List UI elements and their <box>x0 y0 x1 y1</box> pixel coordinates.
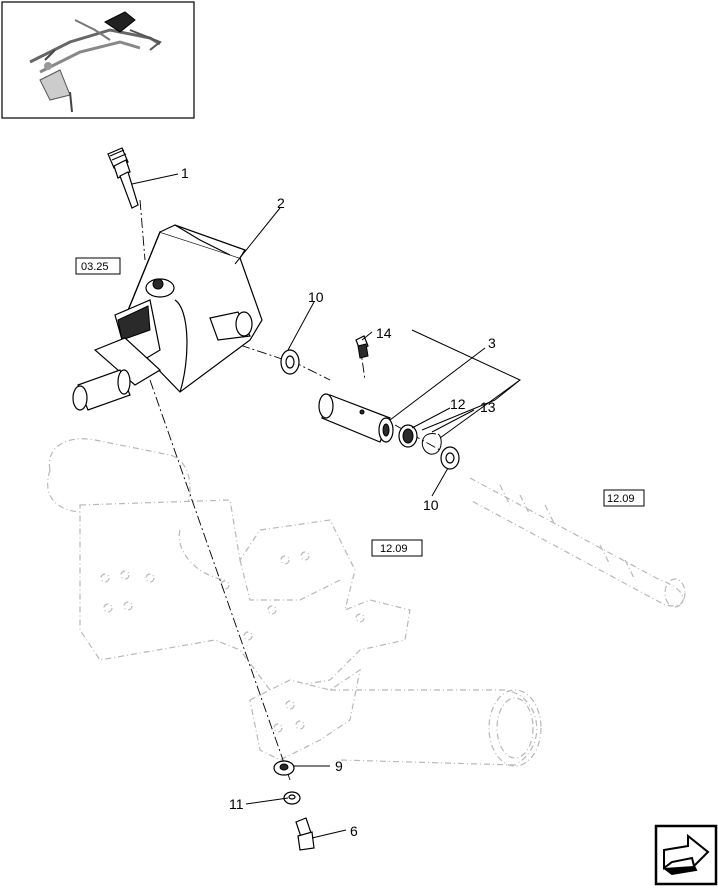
part-10-washer-top[interactable] <box>280 349 300 375</box>
part-10-washer-bottom[interactable] <box>440 446 460 470</box>
part-1-fitting[interactable] <box>107 147 139 209</box>
thumbnail-tractor-hitch <box>29 11 162 113</box>
part-3-bushing[interactable] <box>318 393 394 443</box>
part-12-ring[interactable] <box>398 424 418 448</box>
ref-1209-right-label: 12.09 <box>607 493 635 505</box>
axle-housing-ghost <box>47 438 686 767</box>
ref-0325-label: 03.25 <box>81 261 109 273</box>
part-2-housing[interactable] <box>72 224 263 411</box>
callout-10-top: 10 <box>308 289 324 305</box>
part-14-grease-nipple[interactable] <box>355 335 369 359</box>
callout-3: 3 <box>488 335 496 351</box>
next-page-button[interactable] <box>654 824 718 886</box>
arrow-right-icon <box>663 833 710 876</box>
callout-13: 13 <box>480 399 496 415</box>
callout-6: 6 <box>350 823 358 839</box>
callout-labels: 1 2 10 14 3 12 13 10 9 11 6 <box>181 165 496 839</box>
part-13-circlip[interactable] <box>421 433 442 455</box>
callout-14: 14 <box>376 325 392 341</box>
part-9-washer[interactable] <box>273 760 295 776</box>
ref-box-1209-center[interactable]: 12.09 <box>371 539 423 557</box>
callout-11: 11 <box>229 796 244 812</box>
callout-1: 1 <box>181 165 189 181</box>
leader-lines <box>131 173 521 839</box>
part-6-bolt[interactable] <box>295 817 315 851</box>
overview-thumbnail[interactable] <box>1 1 195 119</box>
ref-1209-center-label: 12.09 <box>380 543 408 555</box>
callout-2: 2 <box>277 195 285 211</box>
ref-box-1209-right[interactable]: 12.09 <box>603 489 645 507</box>
part-11-washer[interactable] <box>283 791 301 805</box>
callout-9: 9 <box>335 758 343 774</box>
callout-10-bottom: 10 <box>423 497 439 513</box>
ref-box-0325[interactable]: 03.25 <box>75 257 121 275</box>
callout-12: 12 <box>450 396 466 412</box>
